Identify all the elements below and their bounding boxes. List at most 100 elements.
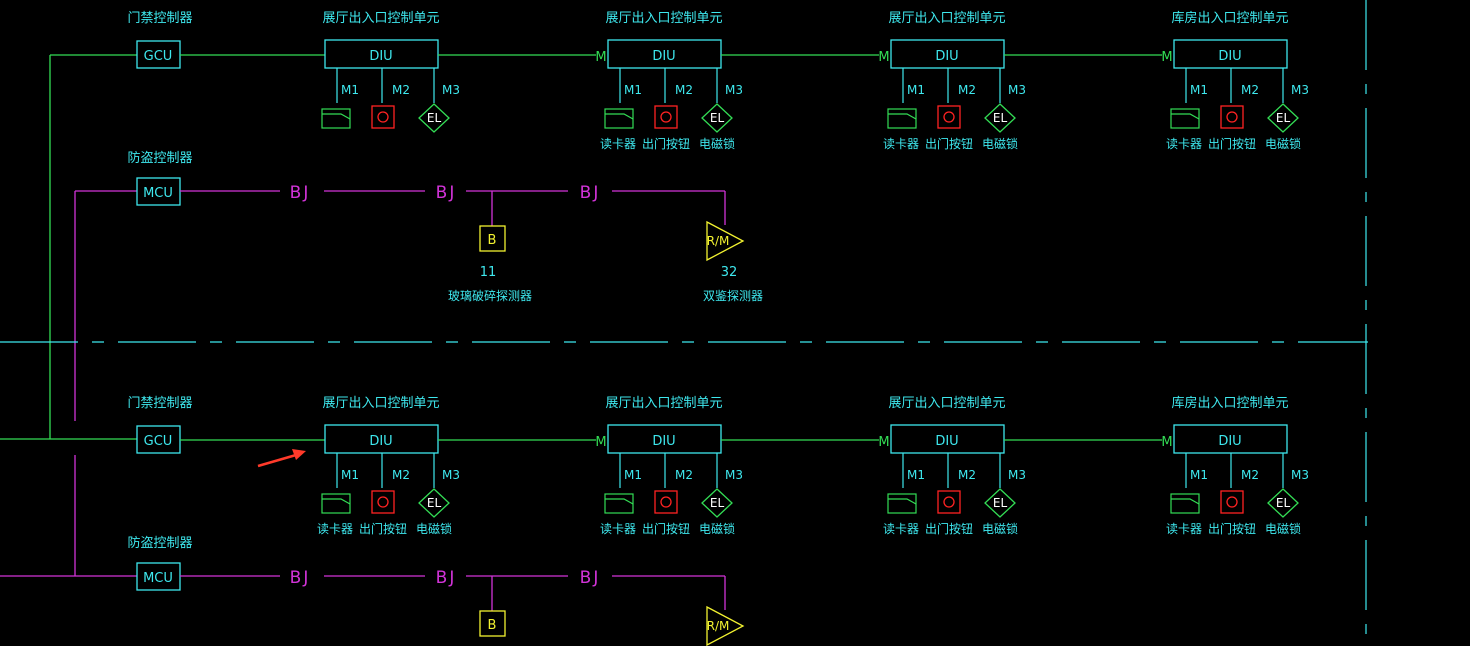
reader-slot bbox=[888, 113, 917, 120]
diu-label: DIU bbox=[1218, 49, 1241, 64]
m2-label: M2 bbox=[958, 468, 976, 482]
bj-label: BJ bbox=[436, 568, 457, 588]
dual-tech-caption: 双鉴探测器 bbox=[703, 289, 763, 303]
gcu-label: GCU bbox=[144, 434, 173, 449]
bj-label: BJ bbox=[290, 183, 311, 203]
m3-label: M3 bbox=[1291, 468, 1309, 482]
lock-diamond bbox=[418, 488, 450, 518]
lock-diamond bbox=[418, 103, 450, 133]
reader-slot bbox=[605, 113, 634, 120]
rm-label: R/M bbox=[707, 234, 730, 248]
exit-button-circle bbox=[1226, 496, 1238, 508]
m1-label: M1 bbox=[341, 83, 359, 97]
exit-button-caption: 出门按钮 bbox=[642, 521, 690, 536]
lock-diamond bbox=[984, 488, 1016, 518]
card-reader-icon bbox=[604, 108, 634, 129]
rm-label: R/M bbox=[707, 619, 730, 633]
mcu-caption: 防盗控制器 bbox=[127, 535, 192, 551]
m1-label: M1 bbox=[1190, 83, 1208, 97]
dual-tech-detector-icon: R/M bbox=[706, 605, 745, 646]
exit-button-circle bbox=[1226, 111, 1238, 123]
exit-button-box bbox=[654, 490, 678, 514]
m1-label: M1 bbox=[341, 468, 359, 482]
exit-button-icon bbox=[937, 105, 961, 129]
electric-lock-caption: 电磁锁 bbox=[982, 521, 1018, 536]
el-label: EL bbox=[427, 111, 442, 125]
b-label: B bbox=[488, 618, 497, 633]
bj-label: BJ bbox=[290, 568, 311, 588]
exit-button-circle bbox=[660, 496, 672, 508]
card-reader-icon bbox=[887, 108, 917, 129]
el-label: EL bbox=[993, 111, 1008, 125]
m1-label: M1 bbox=[907, 83, 925, 97]
reader-slot bbox=[322, 113, 351, 120]
exit-button-icon bbox=[937, 490, 961, 514]
m3-label: M3 bbox=[442, 468, 460, 482]
electric-lock-icon: EL bbox=[1267, 103, 1299, 133]
exit-button-caption: 出门按钮 bbox=[925, 521, 973, 536]
exit-button-box bbox=[371, 105, 395, 129]
mcu-caption: 防盗控制器 bbox=[127, 150, 192, 166]
dual-tech-triangle bbox=[706, 220, 745, 262]
electric-lock-caption: 电磁锁 bbox=[982, 136, 1018, 151]
diu-label: DIU bbox=[935, 434, 958, 449]
m2-label: M2 bbox=[1241, 83, 1259, 97]
m3-label: M3 bbox=[725, 468, 743, 482]
electric-lock-caption: 电磁锁 bbox=[699, 521, 735, 536]
m2-label: M2 bbox=[675, 83, 693, 97]
el-label: EL bbox=[1276, 496, 1291, 510]
reader-caption: 读卡器 bbox=[883, 137, 919, 151]
exit-button-caption: 出门按钮 bbox=[1208, 136, 1256, 151]
reader-caption: 读卡器 bbox=[1166, 522, 1202, 536]
m2-label: M2 bbox=[675, 468, 693, 482]
reader-caption: 读卡器 bbox=[600, 522, 636, 536]
mcu-label: MCU bbox=[143, 186, 173, 201]
m-link-label: M bbox=[595, 435, 606, 450]
exit-button-box bbox=[654, 105, 678, 129]
electric-lock-icon: EL bbox=[701, 103, 733, 133]
m2-label: M2 bbox=[1241, 468, 1259, 482]
unit-title: 展厅出入口控制单元 bbox=[605, 11, 722, 26]
card-reader-icon bbox=[1170, 108, 1200, 129]
m2-label: M2 bbox=[392, 83, 410, 97]
el-label: EL bbox=[427, 496, 442, 510]
m-link-label: M bbox=[878, 50, 889, 65]
exit-button-circle bbox=[943, 496, 955, 508]
gcu-caption: 门禁控制器 bbox=[127, 11, 192, 26]
exit-button-icon bbox=[371, 105, 395, 129]
bj-label: BJ bbox=[580, 568, 601, 588]
electric-lock-icon: EL bbox=[984, 103, 1016, 133]
reader-caption: 读卡器 bbox=[600, 137, 636, 151]
exit-button-icon bbox=[1220, 105, 1244, 129]
exit-button-circle bbox=[377, 496, 389, 508]
lock-diamond bbox=[1267, 488, 1299, 518]
glass-break-number: 11 bbox=[480, 265, 497, 280]
gcu-caption: 门禁控制器 bbox=[127, 396, 192, 411]
mcu-label: MCU bbox=[143, 571, 173, 586]
unit-title: 展厅出入口控制单元 bbox=[605, 396, 722, 411]
exit-button-box bbox=[937, 490, 961, 514]
glass-break-detector-icon: B bbox=[479, 610, 506, 637]
m1-label: M1 bbox=[907, 468, 925, 482]
lock-diamond bbox=[1267, 103, 1299, 133]
reader-slot bbox=[322, 498, 351, 505]
el-label: EL bbox=[710, 496, 725, 510]
card-reader-icon bbox=[1170, 493, 1200, 514]
el-label: EL bbox=[710, 111, 725, 125]
electric-lock-caption: 电磁锁 bbox=[1265, 521, 1301, 536]
m-link-label: M bbox=[595, 50, 606, 65]
reader-caption: 读卡器 bbox=[317, 522, 353, 536]
m2-label: M2 bbox=[958, 83, 976, 97]
diu-label: DIU bbox=[652, 49, 675, 64]
bj-label: BJ bbox=[436, 183, 457, 203]
gcu-label: GCU bbox=[144, 49, 173, 64]
